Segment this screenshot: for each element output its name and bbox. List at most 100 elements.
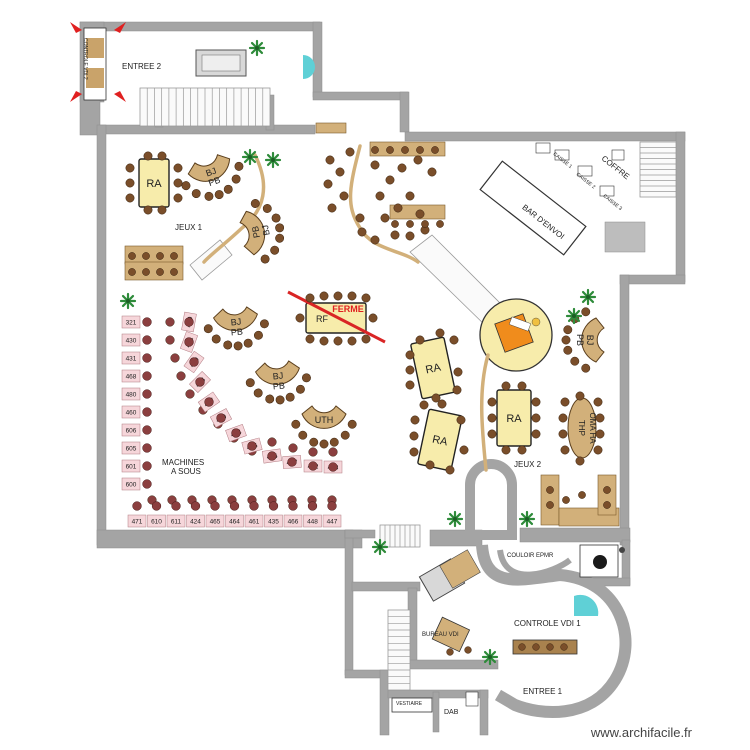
plant-icon bbox=[481, 648, 499, 666]
chair bbox=[357, 227, 367, 237]
chair bbox=[170, 252, 178, 260]
wooden-furniture bbox=[124, 122, 620, 527]
chair bbox=[254, 330, 263, 340]
fixtures bbox=[70, 22, 625, 713]
slot-machine: 468 bbox=[121, 369, 152, 383]
slot-machine: 479 bbox=[183, 350, 205, 374]
chair bbox=[532, 643, 540, 651]
chair bbox=[265, 394, 275, 404]
slot-machine: 424 bbox=[186, 501, 205, 528]
bench bbox=[124, 261, 184, 281]
slot-machine: 605 bbox=[121, 441, 152, 455]
plant-icon bbox=[446, 510, 464, 528]
machine-tag bbox=[186, 514, 205, 528]
stairs bbox=[139, 87, 677, 691]
chair bbox=[560, 643, 568, 651]
chair bbox=[329, 437, 339, 447]
chair bbox=[143, 151, 153, 161]
machine-number: 606 bbox=[126, 428, 137, 435]
slot-machine: 606 bbox=[121, 423, 152, 437]
chair bbox=[319, 439, 329, 449]
slot-machine: 467 bbox=[197, 391, 221, 413]
table-label-ra: RA bbox=[146, 178, 162, 190]
machine-number: 424 bbox=[190, 519, 201, 526]
label-dab: DAB bbox=[444, 709, 459, 716]
table-top bbox=[301, 405, 347, 429]
slot-machine: 480 bbox=[121, 387, 152, 401]
walkway bbox=[202, 153, 266, 264]
plant-icon bbox=[565, 307, 583, 325]
plant-icon bbox=[264, 151, 282, 169]
chair bbox=[409, 431, 419, 441]
chair bbox=[437, 399, 447, 409]
chair bbox=[125, 163, 135, 173]
chair bbox=[416, 146, 424, 154]
slot-machine: 470 bbox=[181, 311, 197, 333]
slot-machine: 433 bbox=[323, 460, 343, 474]
walkway bbox=[348, 144, 420, 264]
chair bbox=[595, 429, 605, 439]
plant-core bbox=[271, 158, 275, 162]
chair bbox=[262, 204, 272, 213]
machine-chair bbox=[308, 461, 318, 471]
table-top bbox=[254, 360, 300, 385]
slot-machine: 432 bbox=[303, 459, 323, 473]
machine-tag bbox=[121, 459, 141, 473]
machine-tag bbox=[121, 333, 141, 347]
machine-chair bbox=[249, 501, 259, 511]
chair bbox=[181, 181, 191, 191]
machine-chair bbox=[142, 317, 152, 327]
table-top bbox=[138, 158, 170, 208]
chair bbox=[593, 445, 603, 455]
chair bbox=[410, 415, 420, 425]
table-label: PB bbox=[230, 326, 243, 337]
label-jeux1: JEUX 1 bbox=[175, 223, 203, 232]
table-label: PB bbox=[272, 380, 285, 391]
chair bbox=[291, 419, 301, 429]
machine-tag bbox=[147, 514, 166, 528]
chair bbox=[275, 223, 285, 233]
chair bbox=[581, 307, 591, 317]
chair bbox=[319, 291, 329, 301]
chair bbox=[327, 203, 337, 213]
plant-core bbox=[525, 517, 529, 521]
machine-number: 435 bbox=[268, 519, 279, 526]
chair bbox=[128, 268, 136, 276]
machine-number: 605 bbox=[126, 446, 137, 453]
chair bbox=[419, 400, 429, 410]
label-controle-vdi1: CONTROLE VDI 1 bbox=[514, 619, 581, 628]
chair bbox=[173, 163, 183, 173]
plant-core bbox=[248, 155, 252, 159]
chair bbox=[203, 324, 213, 334]
machine-chair bbox=[142, 371, 152, 381]
table-label: BJ bbox=[585, 335, 595, 346]
chair bbox=[234, 161, 244, 171]
plant-icon bbox=[579, 288, 597, 306]
machine-chair bbox=[190, 501, 201, 511]
slot-machine: 475 bbox=[241, 437, 263, 455]
chair bbox=[176, 371, 186, 381]
machine-chair bbox=[195, 377, 205, 387]
chair bbox=[368, 313, 378, 323]
chair bbox=[558, 429, 568, 439]
chair bbox=[170, 268, 178, 276]
table-label: UTH bbox=[315, 415, 334, 425]
bench bbox=[315, 122, 347, 134]
plant-core bbox=[453, 517, 457, 521]
slot-machine: 448 bbox=[303, 501, 322, 528]
chair bbox=[397, 163, 407, 173]
plant-icon bbox=[518, 510, 536, 528]
slot-machine: 610 bbox=[147, 501, 166, 528]
table-label-rf: RF bbox=[316, 314, 328, 324]
slot-machine: 449 bbox=[209, 408, 233, 428]
machine-tag bbox=[244, 514, 264, 528]
chair bbox=[128, 252, 136, 260]
chair bbox=[406, 220, 414, 228]
machine-chair bbox=[184, 317, 194, 327]
chair bbox=[245, 378, 255, 388]
table-label-ra: RA bbox=[431, 434, 449, 449]
chair bbox=[456, 415, 466, 425]
label-entree1: ENTREE 1 bbox=[523, 687, 563, 696]
chair bbox=[275, 233, 285, 243]
